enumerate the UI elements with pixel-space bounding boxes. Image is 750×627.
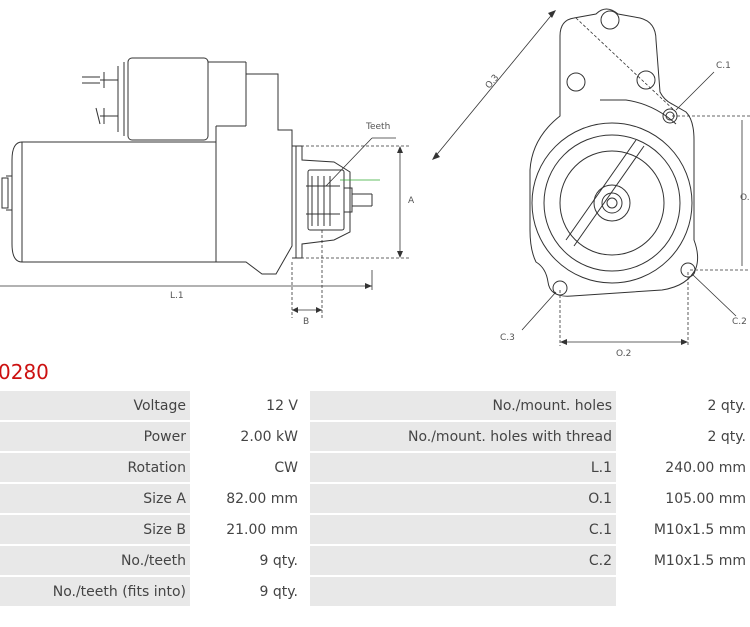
pinion-outline [292,145,373,259]
spec-value: 2.00 kW [190,422,302,453]
spec-label: Rotation [0,453,190,484]
spec-label: L.1 [310,453,616,484]
dimension-b-label: B [303,317,309,327]
part-number: 0280 [0,360,49,384]
spec-label: Voltage [0,391,190,422]
table-row: Voltage 12 V No./mount. holes 2 qty. [0,391,750,422]
spec-value [616,577,750,608]
spec-value: 21.00 mm [190,515,302,546]
table-row: Size B 21.00 mm C.1 M10x1.5 mm [0,515,750,546]
spec-label: C.2 [310,546,616,577]
spec-value: 9 qty. [190,577,302,608]
spec-value: 240.00 mm [616,453,750,484]
motor-body-outline [1,62,293,275]
spec-value: 2 qty. [616,422,750,453]
housing-circles [531,122,693,284]
specs-table: Voltage 12 V No./mount. holes 2 qty. Pow… [0,391,750,608]
flange-outline [529,8,699,297]
dimension-c3-label: C.3 [500,333,515,343]
spec-value: 105.00 mm [616,484,750,515]
spec-label: No./teeth [0,546,190,577]
spec-value: CW [190,453,302,484]
dimension-o1-label: O.1 [740,193,750,203]
spec-label [310,577,616,608]
solenoid-outline [82,57,246,141]
spec-label: No./mount. holes with thread [310,422,616,453]
starter-technical-drawing: Teeth A B L.1 [0,8,750,359]
spec-label: O.1 [310,484,616,515]
table-row: No./teeth 9 qty. C.2 M10x1.5 mm [0,546,750,577]
table-row: Rotation CW L.1 240.00 mm [0,453,750,484]
spec-value: 2 qty. [616,391,750,422]
spec-label: Power [0,422,190,453]
spec-value: 12 V [190,391,302,422]
spec-label: Size B [0,515,190,546]
table-row: Size A 82.00 mm O.1 105.00 mm [0,484,750,515]
spec-label: C.1 [310,515,616,546]
spec-label: No./mount. holes [310,391,616,422]
spec-label: No./teeth (fits into) [0,577,190,608]
dimension-c2-label: C.2 [732,317,747,327]
teeth-label: Teeth [365,122,390,132]
spec-value: M10x1.5 mm [616,546,750,577]
dimension-o3-label: O.3 [484,73,502,91]
table-row: No./teeth (fits into) 9 qty. [0,577,750,608]
spec-value: M10x1.5 mm [616,515,750,546]
dimension-l1-label: L.1 [170,291,184,301]
spec-value: 82.00 mm [190,484,302,515]
dimension-c1-label: C.1 [716,61,731,71]
dimension-a-label: A [408,196,415,206]
spec-label: Size A [0,484,190,515]
table-row: Power 2.00 kW No./mount. holes with thre… [0,422,750,453]
dimension-o2-label: O.2 [616,349,631,359]
spec-value: 9 qty. [190,546,302,577]
